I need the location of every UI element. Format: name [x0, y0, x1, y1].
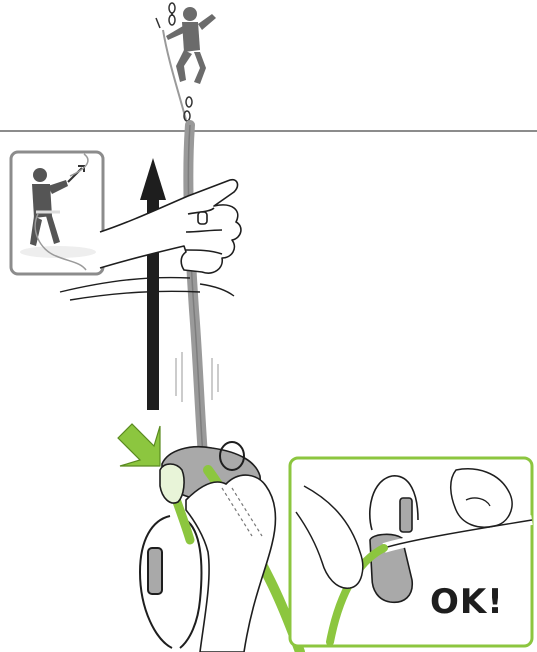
- main-rope-grey: [188, 125, 204, 470]
- top-quickdraw-icon: [169, 3, 175, 25]
- lower-hand: [160, 464, 275, 652]
- climber-scene: [156, 3, 216, 121]
- ok-label: OK!: [430, 582, 504, 622]
- upper-hand: [100, 180, 241, 273]
- up-arrow-icon: [140, 158, 166, 410]
- belayer-thumbnail: [11, 152, 103, 274]
- green-diagonal-arrow-icon: [118, 424, 160, 466]
